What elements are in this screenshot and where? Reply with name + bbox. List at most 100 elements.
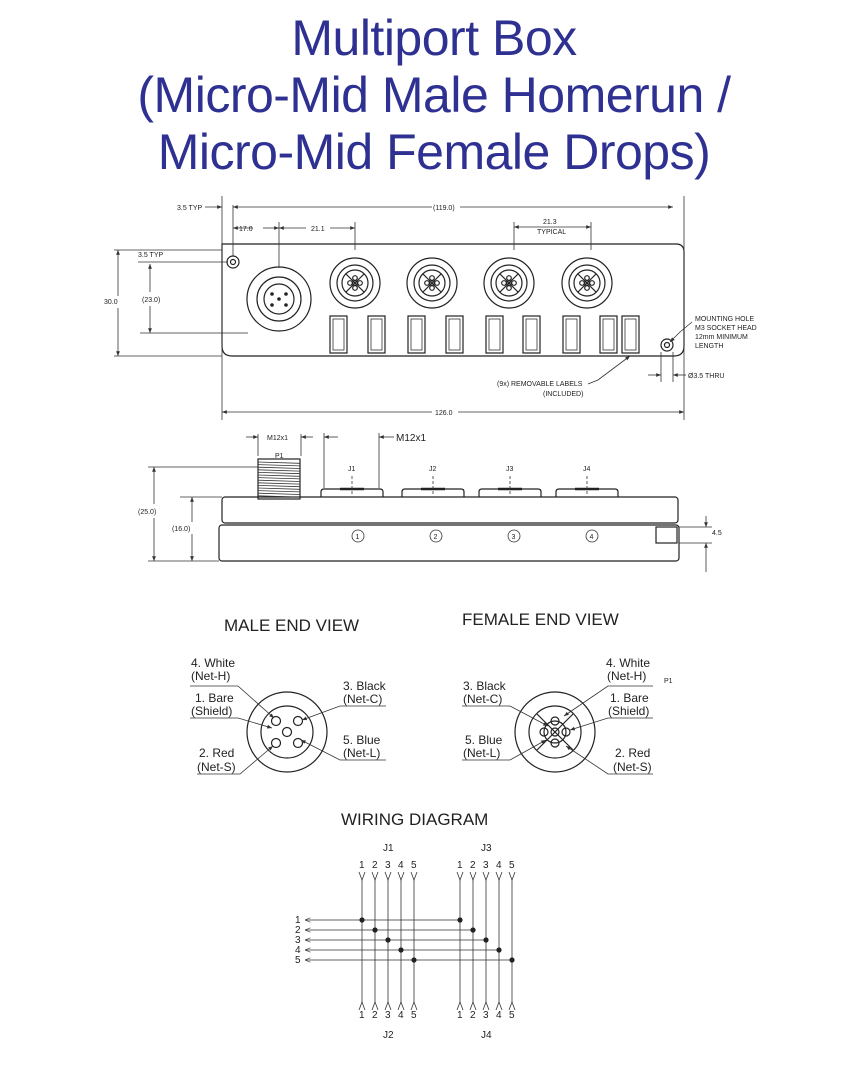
port-number-1: 1 [351, 529, 365, 543]
j2-pin-5: 5 [411, 1010, 417, 1021]
drop-connector-top-4 [561, 257, 613, 309]
drop-connector-side-3: J3 [478, 466, 542, 497]
j1-pin-5: 5 [411, 860, 417, 871]
j4-pin-5: 5 [509, 1010, 515, 1021]
dim-21-3: 21.3 [543, 219, 557, 226]
dim-25: (25.0) [138, 509, 156, 516]
male-bare-1: 1. Bare [195, 691, 234, 705]
mounting-hole-note-1: MOUNTING HOLE [695, 316, 754, 323]
j4-pin-3: 3 [483, 1010, 489, 1021]
homerun-connector-top [246, 266, 312, 332]
mounting-hole-note-4: LENGTH [695, 343, 723, 350]
j2-pin-3: 3 [385, 1010, 391, 1021]
svg-text:3: 3 [512, 534, 516, 541]
wiring-group-j2: J2 [383, 1030, 394, 1041]
homerun-connector-side [257, 458, 301, 500]
j1-pin-2: 2 [372, 860, 378, 871]
j2-pin-2: 2 [372, 1010, 378, 1021]
wiring-input-4: 4 [295, 945, 301, 956]
female-bare-2: (Shield) [608, 704, 649, 718]
removable-label-3 [407, 315, 426, 354]
j1-pin-1: 1 [359, 860, 365, 871]
j3-pin-4: 4 [496, 860, 502, 871]
male-white-1: 4. White [191, 656, 235, 670]
male-white-2: (Net-H) [191, 669, 230, 683]
box-outline-top [221, 243, 685, 357]
top-view: 3.5 TYP (119.0) 17.0 21.1 21.3 TYPICAL 3… [104, 196, 757, 420]
j1-pin-3: 3 [385, 860, 391, 871]
svg-text:1: 1 [356, 534, 360, 541]
female-white-1: 4. White [606, 656, 650, 670]
wiring-input-1: 1 [295, 915, 301, 926]
mounting-hole-right [660, 338, 674, 352]
port-numbers: 1 2 3 4 [351, 529, 599, 543]
m12-left-label: M12x1 [267, 435, 288, 442]
title-line-3: Micro-Mid Female Drops) [157, 124, 711, 180]
removable-label-6 [522, 315, 541, 354]
title-line-1: Multiport Box [291, 10, 577, 66]
dim-typical: TYPICAL [537, 229, 566, 236]
male-red-1: 2. Red [199, 746, 234, 760]
port-label-j2: J2 [429, 466, 437, 473]
wiring-input-5: 5 [295, 955, 301, 966]
wiring-group-j3: J3 [481, 843, 492, 854]
male-bare-2: (Shield) [191, 704, 232, 718]
m12-right-label: M12x1 [396, 433, 426, 444]
page-title: Multiport Box (Micro-Mid Male Homerun / … [0, 10, 868, 181]
mounting-hole-note-2: M3 SOCKET HEAD [695, 325, 757, 332]
j1-pin-4: 4 [398, 860, 404, 871]
drop-connectors-top [329, 257, 613, 309]
female-red-2: (Net-S) [613, 760, 652, 774]
male-blue-1: 5. Blue [343, 733, 381, 747]
drop-connector-top-1 [329, 257, 381, 309]
dim-21-1: 21.1 [311, 226, 325, 233]
female-red-1: 2. Red [615, 746, 650, 760]
wiring-group-j1: J1 [383, 843, 394, 854]
female-white-2: (Net-H) [607, 669, 646, 683]
mounting-hole-right-inner [663, 341, 671, 349]
dim-overall-inner: (119.0) [433, 205, 455, 212]
female-blue-1: 5. Blue [465, 733, 503, 747]
dim-typ-vert: 3.5 TYP [138, 252, 163, 259]
removable-label-4 [445, 315, 464, 354]
j4-pin-1: 1 [457, 1010, 463, 1021]
wiring-group-j4: J4 [481, 1030, 492, 1041]
labels-note-2: (INCLUDED) [543, 391, 583, 398]
male-blue-2: (Net-L) [343, 746, 380, 760]
removable-label-7 [562, 315, 581, 354]
female-p1: P1 [664, 678, 673, 685]
female-black-2: (Net-C) [463, 692, 502, 706]
male-black-2: (Net-C) [343, 692, 382, 706]
port-label-j1: J1 [348, 466, 356, 473]
port-number-4: 4 [585, 529, 599, 543]
drop-connector-side-1: J1 [320, 466, 384, 497]
j4-pin-4: 4 [496, 1010, 502, 1021]
dim-23: (23.0) [142, 297, 160, 304]
female-bare-1: 1. Bare [610, 691, 649, 705]
wiring-heading: WIRING DIAGRAM [341, 810, 488, 829]
title-line-2: (Micro-Mid Male Homerun / [137, 67, 731, 123]
female-black-1: 3. Black [463, 679, 507, 693]
removable-label-5 [485, 315, 504, 354]
svg-text:2: 2 [434, 534, 438, 541]
drop-connector-top-3 [483, 257, 535, 309]
labels-note-1: (9x) REMOVABLE LABELS [497, 381, 583, 388]
removable-label-1 [329, 315, 348, 354]
mounting-hole-left-inner [229, 258, 237, 266]
mounting-hole-note-3: 12mm MINIMUM [695, 334, 748, 341]
j3-pin-1: 1 [457, 860, 463, 871]
p1-label: P1 [275, 453, 284, 460]
female-end-view: FEMALE END VIEW P1 4. White (Net-H) 1. B… [462, 610, 673, 775]
female-heading: FEMALE END VIEW [462, 610, 619, 629]
drop-connector-top-2 [406, 257, 458, 309]
dim-4-5: 4.5 [712, 530, 722, 537]
j2-pin-1: 1 [359, 1010, 365, 1021]
male-black-1: 3. Black [343, 679, 387, 693]
wiring-input-3: 3 [295, 935, 301, 946]
female-blue-2: (Net-L) [463, 746, 500, 760]
j3-pin-5: 5 [509, 860, 515, 871]
